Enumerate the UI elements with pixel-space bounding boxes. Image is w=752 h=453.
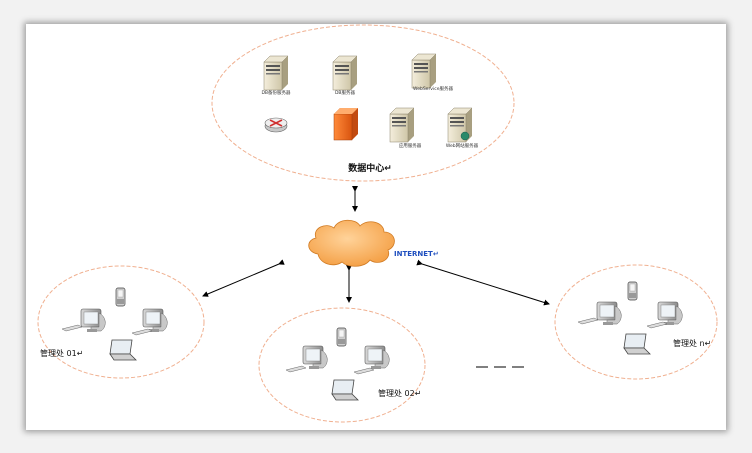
laptop-icon — [331, 379, 359, 401]
data-center-boundary — [211, 24, 515, 182]
site-02-label: 管理处 02↵ — [378, 388, 421, 398]
keyboard-icon — [353, 367, 375, 375]
server-icon — [263, 55, 289, 91]
globe-icon — [460, 131, 470, 141]
data-center-label: 数据中心↵ — [348, 162, 392, 174]
monitor-icon — [596, 301, 622, 326]
phone-icon — [336, 327, 347, 347]
site-n-boundary — [554, 264, 718, 380]
site-n[interactable]: 管理处 n↵ — [577, 281, 711, 355]
monitor-icon — [80, 308, 106, 333]
laptop-icon — [109, 339, 137, 361]
monitor-icon — [302, 345, 328, 370]
db-backup-server-label: DB备份服务器 — [261, 89, 291, 96]
router-icon[interactable] — [264, 117, 288, 133]
site-02-boundary — [258, 307, 426, 423]
db-server[interactable]: DB服务器 — [332, 55, 358, 96]
phone-icon — [115, 287, 126, 307]
monitor-icon — [364, 345, 390, 370]
server-icon — [389, 107, 415, 143]
site-01-label: 管理处 01↵ — [40, 348, 83, 358]
internet-label: INTERNET↵ — [394, 250, 439, 258]
server-icon — [332, 55, 358, 91]
cloud-icon[interactable] — [308, 219, 395, 267]
db-server-label: DB服务器 — [335, 89, 356, 96]
site-01[interactable]: 管理处 01↵ — [40, 287, 168, 361]
keyboard-icon — [61, 324, 83, 332]
webservice-server[interactable]: WebService服务器 — [411, 53, 453, 92]
web-site-server[interactable]: Web网站服务器 — [446, 107, 479, 149]
db-backup-server[interactable]: DB备份服务器 — [261, 55, 291, 96]
site-01-boundary — [37, 265, 205, 379]
link-internet-site-01 — [202, 259, 285, 297]
app-server-label: 应用服务器 — [399, 142, 422, 149]
firewall-icon[interactable] — [333, 108, 358, 141]
webservice-server-label: WebService服务器 — [413, 85, 453, 92]
laptop-icon — [623, 333, 651, 355]
link-internet-site-n — [416, 259, 550, 306]
phone-icon — [627, 281, 638, 301]
web-site-server-label: Web网站服务器 — [446, 142, 479, 149]
keyboard-icon — [285, 365, 307, 373]
keyboard-icon — [646, 321, 668, 329]
server-icon — [411, 53, 437, 89]
connectors — [202, 186, 550, 306]
monitor-icon — [657, 301, 683, 326]
site-n-label: 管理处 n↵ — [673, 338, 711, 348]
keyboard-icon — [577, 317, 599, 325]
site-02[interactable]: 管理处 02↵ — [285, 327, 421, 401]
monitor-icon — [142, 308, 168, 333]
keyboard-icon — [131, 328, 153, 336]
app-server[interactable]: 应用服务器 — [389, 107, 422, 149]
